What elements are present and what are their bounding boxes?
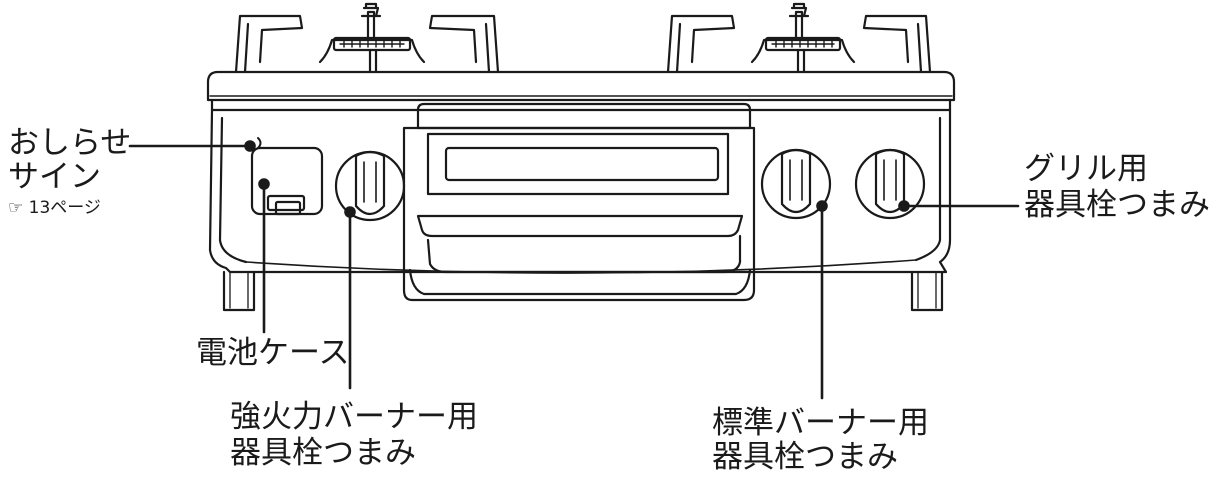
signal-label-line2: サイン (8, 159, 101, 195)
leader-dot-grill (898, 200, 910, 212)
standard-burner-knob (760, 148, 832, 220)
strong-burner-knob (334, 150, 406, 222)
standard-burner-label-line1: 標準バーナー用 (712, 405, 929, 441)
left-burner (318, 2, 426, 74)
grill-knob-label-line1: グリル用 (1024, 151, 1148, 187)
left-grate (234, 14, 500, 74)
signal-lamp-icon (257, 137, 262, 149)
grill-knob-label-line2: 器具栓つまみ (1024, 187, 1210, 223)
leader-dot-strong (344, 206, 356, 218)
strong-burner-label-line1: 強火力バーナー用 (230, 399, 478, 435)
strong-burner-label-line2: 器具栓つまみ (230, 435, 416, 471)
battery-case-label: 電池ケース (196, 335, 350, 371)
grill-knob (854, 148, 926, 220)
right-grate (666, 14, 932, 74)
leader-lines (128, 140, 1020, 400)
right-burner (750, 2, 856, 74)
signal-label-line1: おしらせ (8, 125, 132, 161)
grill-unit (402, 102, 756, 302)
signal-page-reference: ☞ 13ページ (8, 198, 101, 218)
stove-legs (222, 270, 944, 312)
top-plate (206, 70, 956, 112)
standard-burner-label-line2: 器具栓つまみ (712, 439, 898, 475)
battery-case (250, 146, 324, 216)
leader-dot-signal (244, 140, 256, 152)
leader-dot-battery (258, 178, 270, 190)
leader-dot-standard (816, 200, 828, 212)
